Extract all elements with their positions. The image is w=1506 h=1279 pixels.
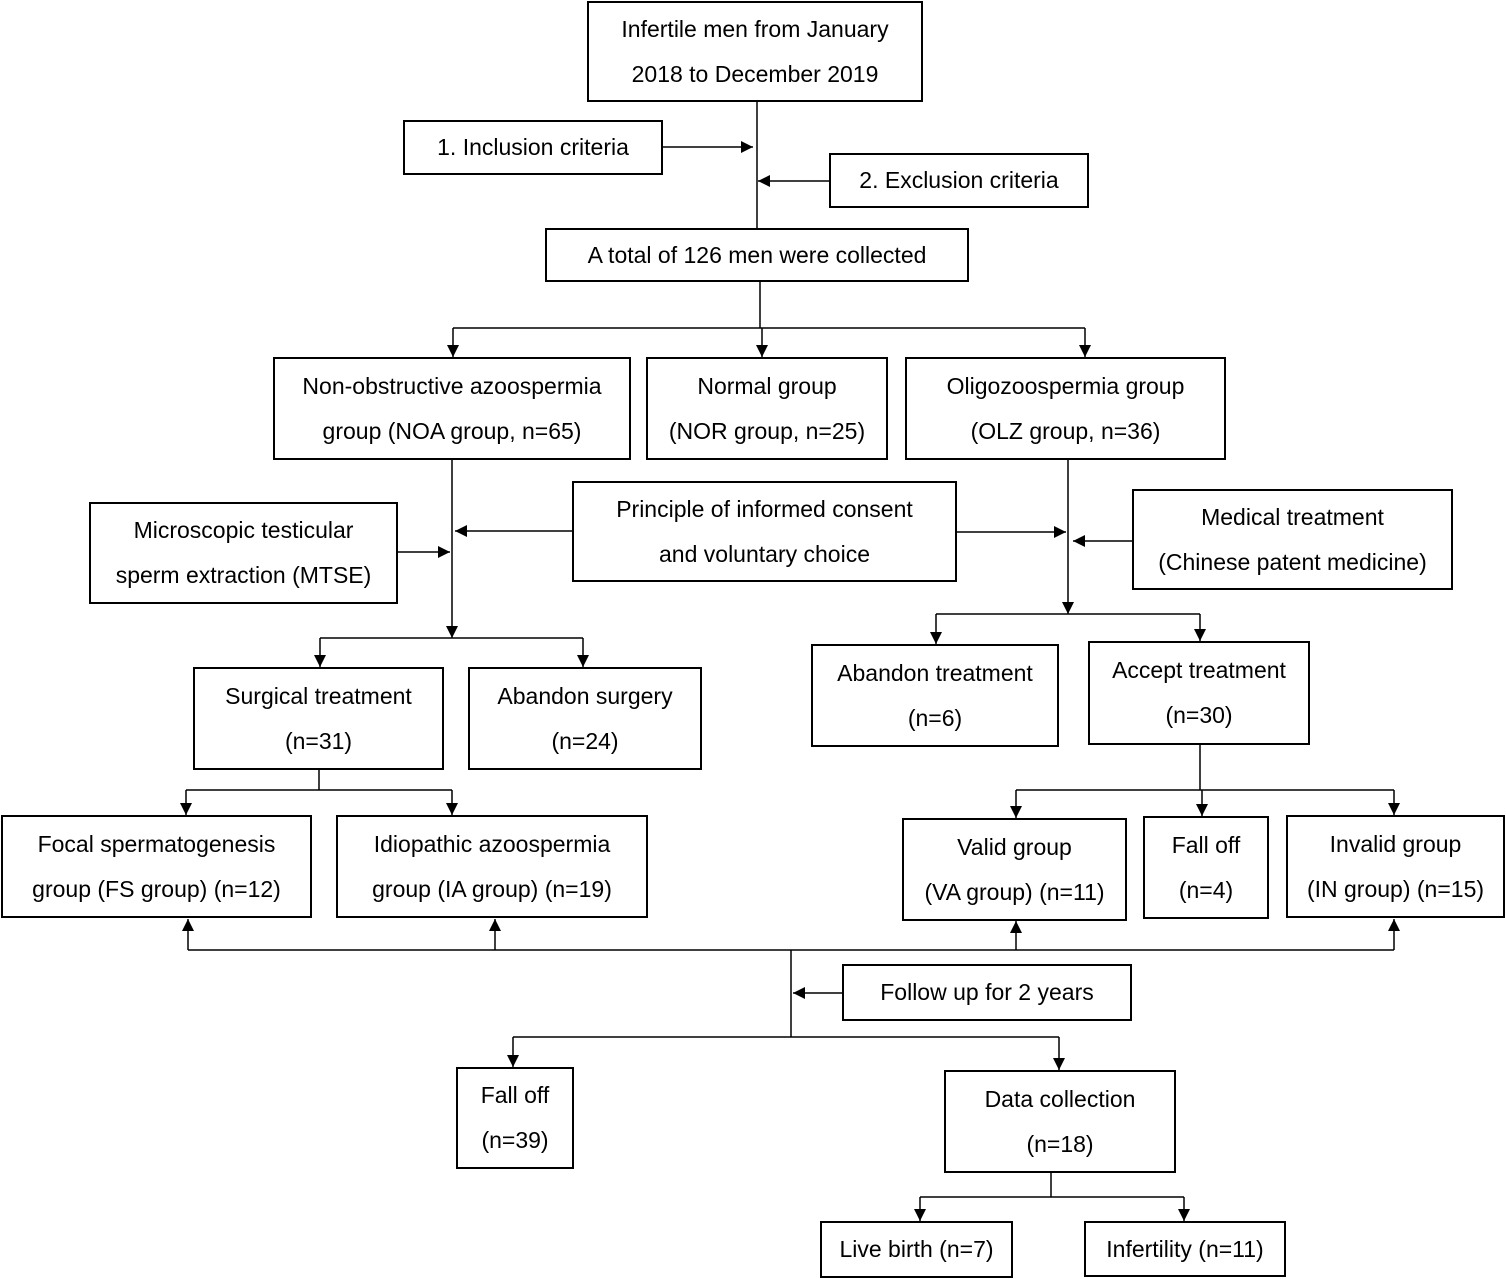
box-focal-spermatogenesis: Focal spermatogenesis group (FS group) (… [1, 815, 312, 918]
box-invalid-group-line2: (IN group) (n=15) [1306, 875, 1485, 902]
box-exclusion-criteria-label: 2. Exclusion criteria [859, 167, 1059, 193]
box-exclusion-criteria: 2. Exclusion criteria [829, 153, 1089, 208]
box-mtse-line2: sperm extraction (MTSE) [115, 562, 372, 588]
box-follow-up: Follow up for 2 years [842, 964, 1132, 1021]
box-infertile-men-line2: 2018 to December 2019 [631, 60, 879, 87]
box-surgical-treatment: Surgical treatment (n=31) [193, 667, 444, 770]
box-total-collected: A total of 126 men were collected [545, 228, 969, 282]
box-mtse: Microscopic testicular sperm extraction … [89, 502, 398, 604]
box-inclusion-criteria-label: 1. Inclusion criteria [437, 134, 629, 160]
box-abandon-surgery-line1: Abandon surgery [497, 682, 673, 709]
box-mtse-line1: Microscopic testicular [133, 517, 354, 543]
box-accept-treatment-line2: (n=30) [1165, 702, 1233, 728]
box-normal-group-line1: Normal group [697, 372, 837, 399]
box-informed-consent-line2: and voluntary choice [659, 540, 870, 567]
box-valid-group-line2: (VA group) (n=11) [924, 878, 1105, 905]
box-live-birth: Live birth (n=7) [820, 1221, 1013, 1278]
box-idiopathic-azoospermia: Idiopathic azoospermia group (IA group) … [336, 815, 648, 918]
box-accept-treatment: Accept treatment (n=30) [1088, 641, 1310, 745]
box-fall-off-followup: Fall off (n=39) [456, 1067, 574, 1169]
box-olz-group: Oligozoospermia group (OLZ group, n=36) [905, 357, 1226, 460]
box-medical-treatment-line2: (Chinese patent medicine) [1158, 548, 1427, 575]
box-normal-group: Normal group (NOR group, n=25) [646, 357, 888, 460]
box-fall-off-treatment-line2: (n=4) [1178, 876, 1234, 903]
box-data-collection: Data collection (n=18) [944, 1070, 1176, 1173]
box-abandon-surgery: Abandon surgery (n=24) [468, 667, 702, 770]
box-focal-spermatogenesis-line1: Focal spermatogenesis [37, 830, 276, 857]
box-olz-group-line1: Oligozoospermia group [946, 372, 1185, 399]
box-abandon-treatment-line2: (n=6) [907, 704, 963, 731]
box-surgical-treatment-line1: Surgical treatment [225, 682, 412, 709]
box-focal-spermatogenesis-line2: group (FS group) (n=12) [32, 875, 281, 902]
box-data-collection-line2: (n=18) [1026, 1130, 1094, 1157]
box-live-birth-label: Live birth (n=7) [839, 1236, 994, 1262]
box-normal-group-line2: (NOR group, n=25) [668, 417, 866, 444]
box-informed-consent-line1: Principle of informed consent [616, 495, 913, 522]
box-medical-treatment: Medical treatment (Chinese patent medici… [1132, 489, 1453, 590]
box-accept-treatment-line1: Accept treatment [1112, 657, 1286, 683]
box-medical-treatment-line1: Medical treatment [1201, 503, 1384, 530]
box-fall-off-treatment: Fall off (n=4) [1143, 816, 1269, 919]
box-abandon-treatment-line1: Abandon treatment [837, 659, 1033, 686]
box-valid-group-line1: Valid group [957, 833, 1072, 860]
box-total-collected-label: A total of 126 men were collected [587, 241, 927, 268]
box-idiopathic-azoospermia-line2: group (IA group) (n=19) [372, 875, 612, 902]
box-abandon-surgery-line2: (n=24) [551, 727, 619, 754]
box-noa-group: Non-obstructive azoospermia group (NOA g… [273, 357, 631, 460]
box-valid-group: Valid group (VA group) (n=11) [902, 818, 1127, 921]
box-idiopathic-azoospermia-line1: Idiopathic azoospermia [373, 830, 611, 857]
box-invalid-group-line1: Invalid group [1329, 830, 1462, 857]
box-fall-off-followup-line1: Fall off [480, 1082, 550, 1108]
box-infertility-label: Infertility (n=11) [1106, 1235, 1264, 1262]
box-infertile-men: Infertile men from January 2018 to Decem… [587, 1, 923, 102]
box-noa-group-line1: Non-obstructive azoospermia [302, 372, 602, 399]
box-abandon-treatment: Abandon treatment (n=6) [811, 644, 1059, 747]
box-surgical-treatment-line2: (n=31) [284, 727, 353, 754]
box-fall-off-followup-line2: (n=39) [481, 1127, 549, 1153]
box-follow-up-label: Follow up for 2 years [880, 979, 1094, 1005]
box-olz-group-line2: (OLZ group, n=36) [970, 417, 1161, 444]
box-invalid-group: Invalid group (IN group) (n=15) [1286, 815, 1505, 918]
box-fall-off-treatment-line1: Fall off [1171, 831, 1241, 858]
box-noa-group-line2: group (NOA group, n=65) [322, 417, 582, 444]
box-informed-consent: Principle of informed consent and volunt… [572, 481, 957, 582]
box-data-collection-line1: Data collection [984, 1085, 1136, 1112]
box-inclusion-criteria: 1. Inclusion criteria [403, 120, 663, 175]
box-infertility: Infertility (n=11) [1084, 1221, 1286, 1277]
box-infertile-men-line1: Infertile men from January [621, 15, 889, 42]
